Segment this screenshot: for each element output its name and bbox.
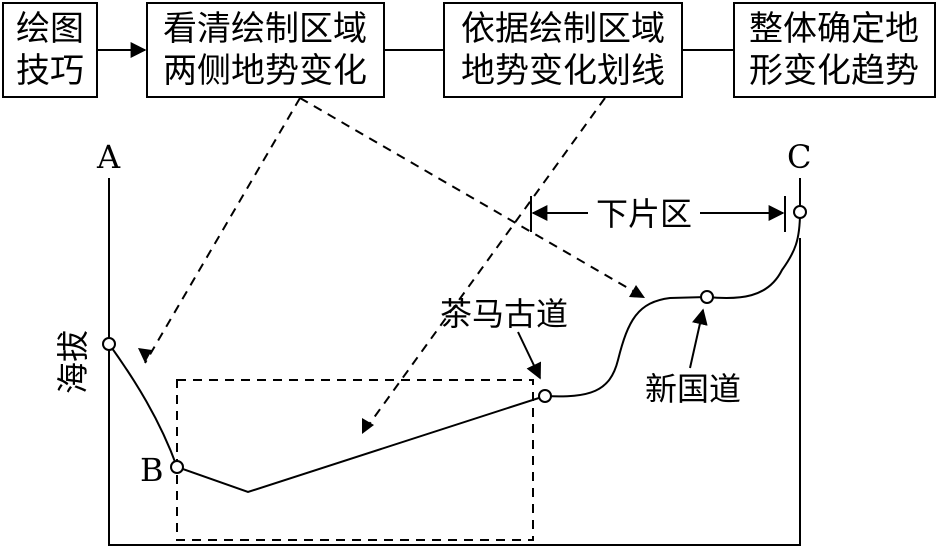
- dashed-arrow-to-left-slope: [144, 97, 301, 364]
- flow-step-4: 整体确定地 形变化趋势: [733, 2, 936, 98]
- dashed-arrow-head-1: [138, 348, 152, 363]
- axes-frame: [108, 178, 801, 546]
- dashed-arrow-head-2: [629, 285, 645, 298]
- point-a-node: [102, 337, 116, 351]
- flow-step-4-line-2: 形变化趋势: [749, 51, 919, 91]
- point-c-label: C: [787, 138, 811, 176]
- flow-step-1-line-1: 绘图: [16, 9, 84, 49]
- tea-horse-road-arrow: [517, 331, 542, 380]
- flow-step-2-line-2: 两侧地势变化: [163, 51, 367, 91]
- point-b-label: B: [140, 451, 164, 489]
- terrain-profile: [108, 211, 801, 494]
- new-national-road-node: [700, 290, 714, 304]
- tea-horse-road-node: [538, 389, 552, 403]
- flow-step-1: 绘图 技巧: [2, 2, 98, 98]
- flow-step-2: 看清绘制区域 两侧地势变化: [146, 2, 385, 98]
- tea-horse-road-label: 茶马古道: [440, 295, 568, 333]
- flow-step-1-line-2: 技巧: [16, 51, 84, 91]
- flow-step-2-line-1: 看清绘制区域: [163, 9, 367, 49]
- new-national-road-arrow: [689, 308, 708, 369]
- lower-section-label: 下片区: [596, 195, 692, 233]
- drawing-area-box: [176, 379, 534, 541]
- new-national-road-label: 新国道: [645, 370, 741, 408]
- flow-step-3-line-1: 依据绘制区域: [461, 9, 665, 49]
- point-c-node: [793, 205, 807, 219]
- flow-step-3-line-2: 地势变化划线: [461, 51, 665, 91]
- point-b-node: [170, 460, 184, 474]
- dashed-arrow-to-line: [364, 97, 606, 431]
- flow-step-4-line-1: 整体确定地: [749, 9, 919, 49]
- flow-step-3: 依据绘制区域 地势变化划线: [443, 2, 683, 98]
- y-axis-label: 海拔: [54, 330, 92, 394]
- point-a-label: A: [96, 138, 121, 176]
- dashed-arrow-head-3: [362, 418, 374, 434]
- dashed-arrow-to-right-slope: [299, 97, 641, 296]
